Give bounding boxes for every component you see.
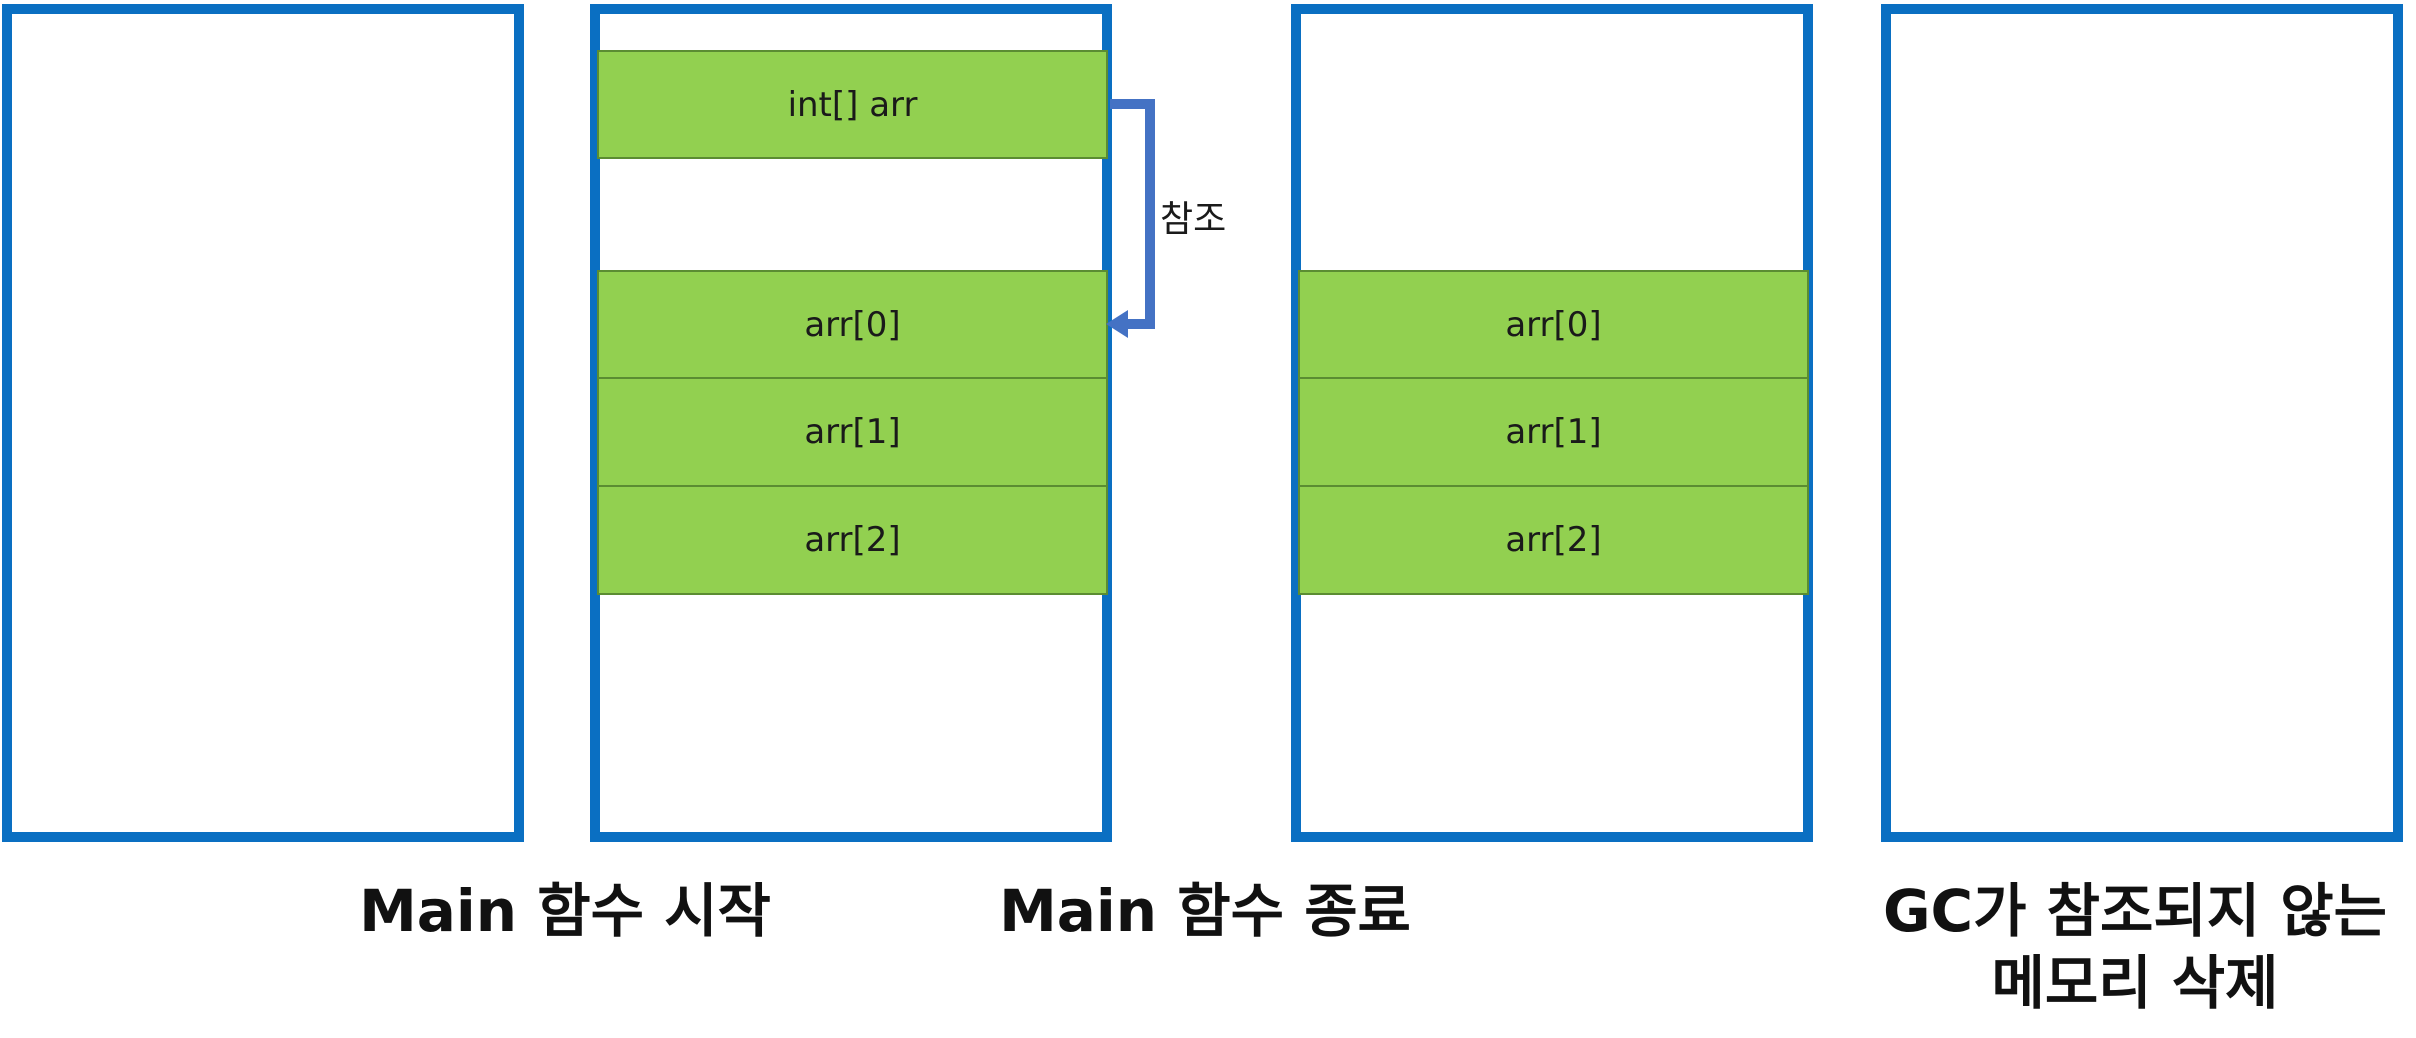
reference-variable-cell: int[] arr: [597, 50, 1108, 159]
caption-main-end: Main 함수 종료: [999, 877, 1411, 945]
panel-gc-cleared: [1881, 4, 2403, 842]
array-element-cell: arr[0]: [1298, 270, 1809, 380]
caption-main-start: Main 함수 시작: [359, 877, 771, 945]
array-element-cell: arr[1]: [1298, 377, 1809, 487]
array-element-cell: arr[1]: [597, 377, 1108, 487]
reference-label: 참조: [1160, 199, 1227, 240]
caption-gc-line2: 메모리 삭제: [1991, 949, 2279, 1017]
reference-arrow: [1106, 99, 1155, 338]
array-element-cell: arr[2]: [1298, 485, 1809, 595]
caption-gc-line1: GC가 참조되지 않는: [1882, 877, 2388, 945]
array-element-cell: arr[0]: [597, 270, 1108, 380]
panel-empty-before: [2, 4, 524, 842]
array-element-cell: arr[2]: [597, 485, 1108, 595]
caption-gc-cleanup: GC가 참조되지 않는 메모리 삭제: [1860, 875, 2410, 1019]
